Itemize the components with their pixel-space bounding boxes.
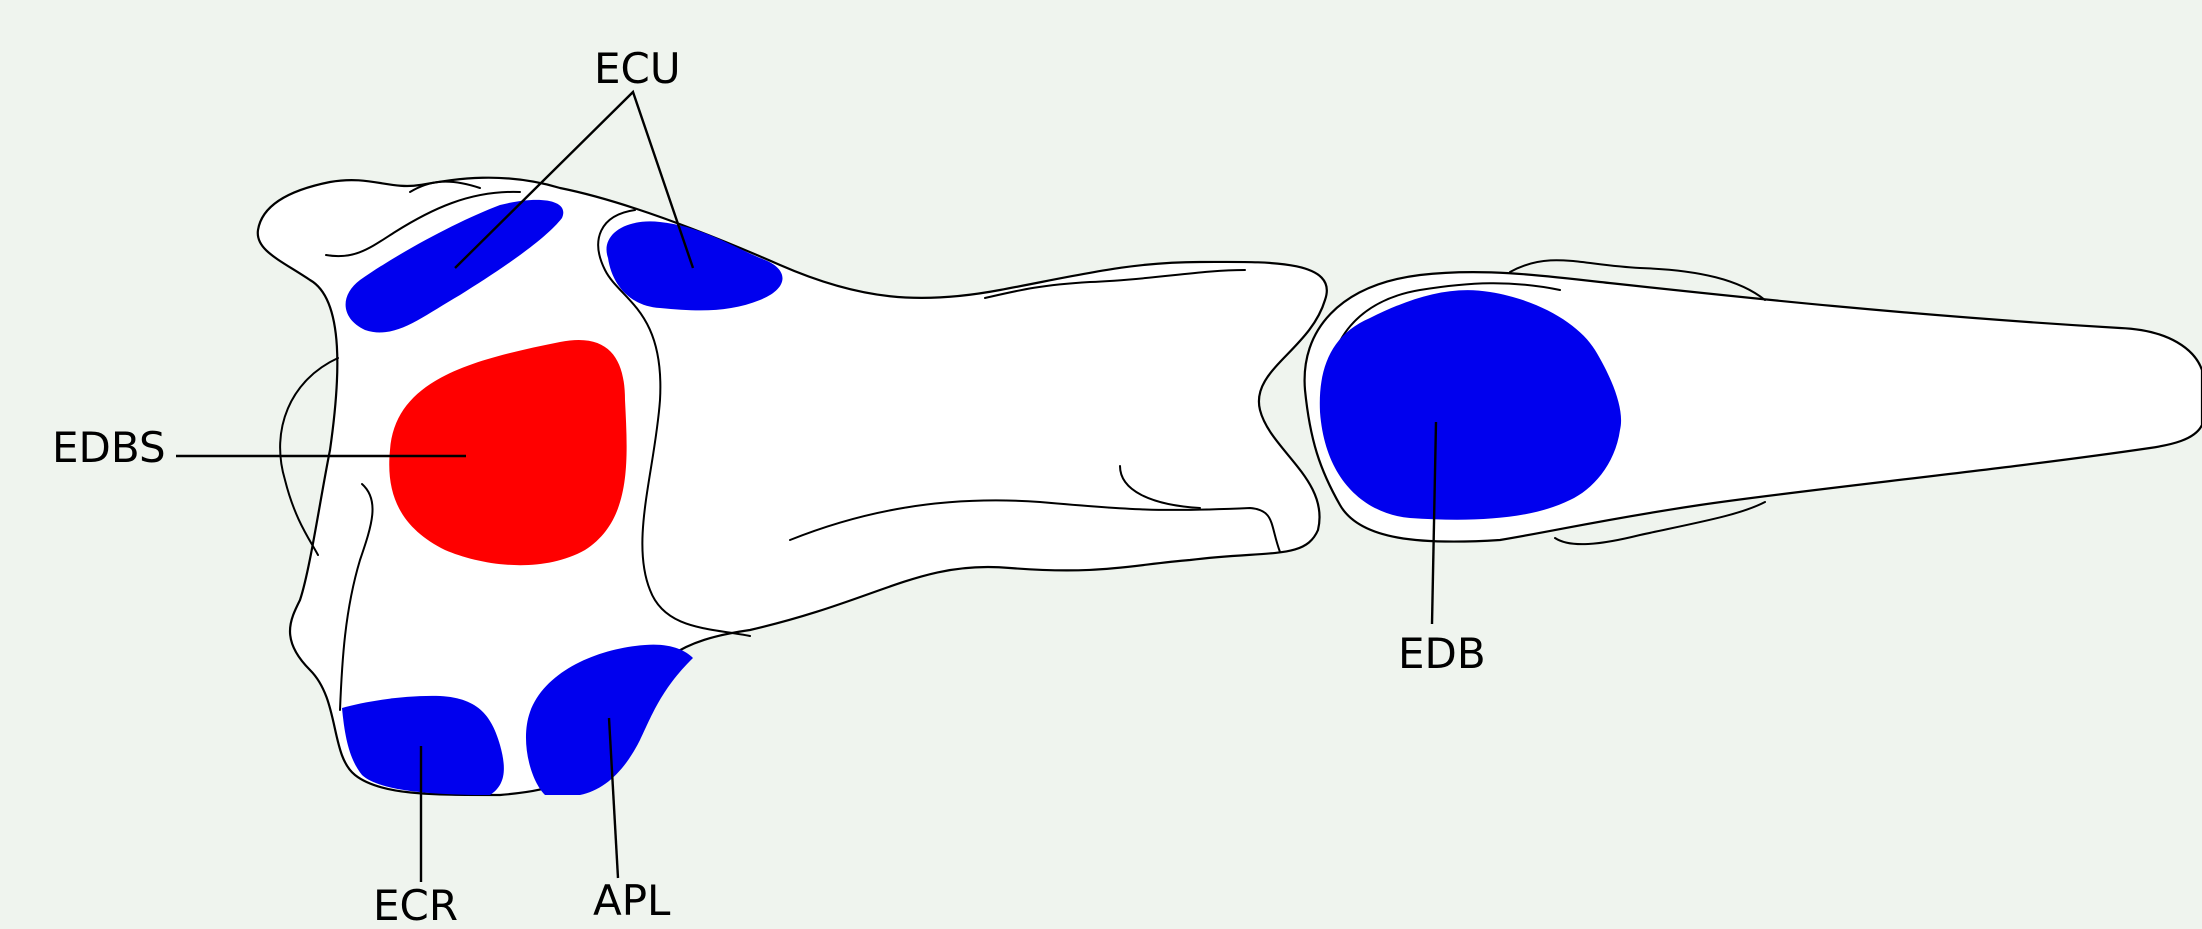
edb-label: EDB	[1398, 629, 1486, 678]
edbs-label: EDBS	[52, 423, 166, 472]
ecu-label: ECU	[594, 44, 681, 93]
ecr-label: ECR	[373, 881, 458, 929]
apl-label: APL	[593, 876, 671, 925]
ecu-area-2	[607, 221, 783, 310]
